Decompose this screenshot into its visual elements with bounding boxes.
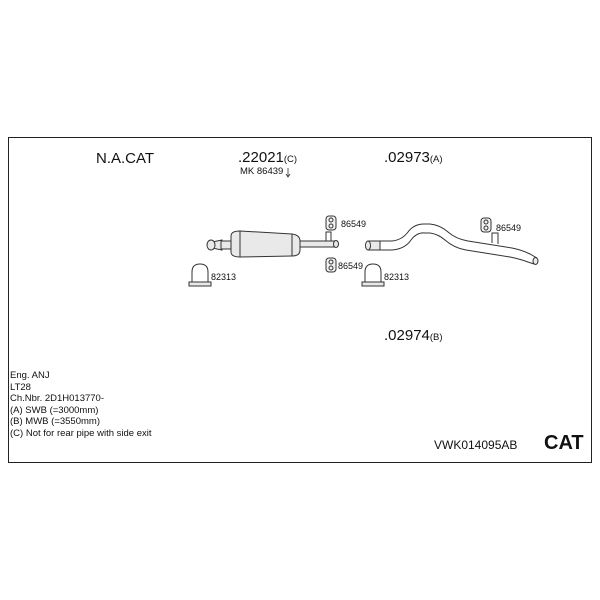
na-label-text: N.A.CAT [96,150,155,167]
notes-block: Eng. ANJ LT28 Ch.Nbr. 2D1H013770- (A) SW… [10,370,152,440]
na-label: N.A.CAT [96,151,154,167]
u-bolt-clamp-icon[interactable] [361,263,385,287]
part-a-number: .02973 [384,149,430,166]
part-c-kit: MK 86439 [240,166,284,177]
kit-code: VWK014095AB [434,438,518,452]
rubber-hanger-icon[interactable] [480,217,492,233]
note-model: LT28 [10,381,31,393]
hanger-rear-number: 86549 [496,223,522,233]
part-c-label[interactable]: .22021(C) [238,150,297,166]
part-c-variant: (C) [283,154,298,165]
note-chassis: Ch.Nbr. 2D1H013770- [10,393,104,405]
note-variant-c: (C) Not for rear pipe with side exit [10,427,152,439]
hanger-upper-1-number: 86549 [341,219,367,229]
part-a-label[interactable]: .02973(A) [384,150,443,166]
note-variant-b: (B) MWB (=3550mm) [10,416,100,428]
middle-silencer[interactable] [230,230,339,258]
kit-marker-icon [285,168,291,178]
front-pipe[interactable] [206,239,232,251]
silencer-hanger-bracket [325,231,332,241]
rubber-hanger-icon[interactable] [325,215,337,231]
clamp-1-number: 82313 [211,272,237,282]
rear-pipe[interactable] [365,223,539,265]
u-bolt-clamp-icon[interactable] [188,263,212,287]
note-variant-a: (A) SWB (=3000mm) [10,404,99,416]
part-b-number: .02974 [384,327,430,344]
part-c-number: .22021 [238,149,284,166]
rubber-hanger-icon[interactable] [325,257,337,273]
cat-label: CAT [544,432,584,454]
part-b-variant: (B) [429,332,443,343]
part-a-variant: (A) [429,154,443,165]
note-engine: Eng. ANJ [10,370,50,381]
diagram-frame [8,137,592,463]
part-b-label[interactable]: .02974(B) [384,328,443,344]
hanger-lower-1-number: 86549 [338,261,364,271]
clamp-2-number: 82313 [384,272,410,282]
